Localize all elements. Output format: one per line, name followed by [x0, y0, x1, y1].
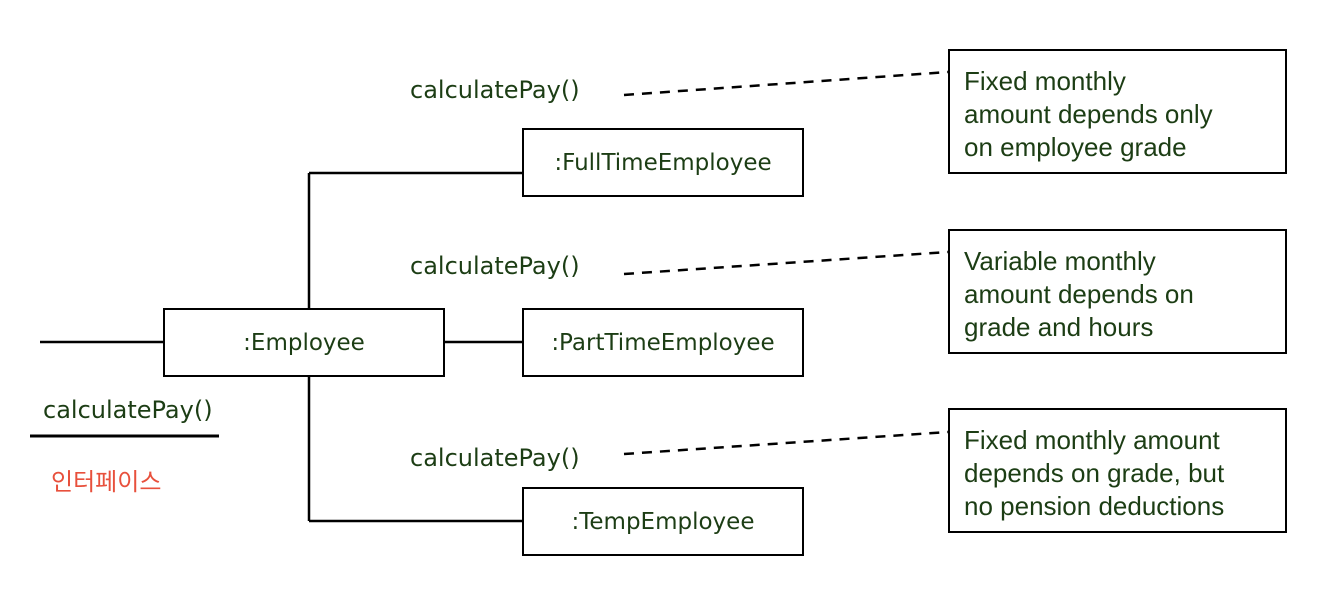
- parttime-class-label: :PartTimeEmployee: [551, 329, 775, 356]
- employee-class-box: :Employee: [163, 308, 445, 377]
- note-line: depends on grade, but: [964, 458, 1225, 488]
- parttime-class-box: :PartTimeEmployee: [522, 308, 804, 377]
- note-link-fulltime: [623, 70, 949, 97]
- note-line: no pension deductions: [964, 491, 1225, 521]
- fulltime-note: Fixed monthly amount depends only on emp…: [948, 49, 1287, 174]
- fulltime-method-label: calculatePay(): [410, 76, 580, 104]
- note-line: on employee grade: [964, 132, 1187, 162]
- note-line: Variable monthly: [964, 246, 1156, 276]
- temp-class-box: :TempEmployee: [522, 487, 804, 556]
- parttime-note: Variable monthly amount depends on grade…: [948, 229, 1287, 354]
- note-line: Fixed monthly: [964, 66, 1126, 96]
- temp-method-label: calculatePay(): [410, 444, 580, 472]
- interface-method-label: calculatePay(): [43, 396, 213, 424]
- temp-class-label: :TempEmployee: [571, 508, 755, 535]
- note-line: Fixed monthly amount: [964, 425, 1220, 455]
- note-line: amount depends only: [964, 99, 1213, 129]
- fulltime-class-box: :FullTimeEmployee: [522, 128, 804, 197]
- employee-class-label: :Employee: [243, 329, 365, 356]
- note-link-temp: [623, 430, 949, 456]
- fulltime-class-label: :FullTimeEmployee: [554, 149, 772, 176]
- note-line: grade and hours: [964, 312, 1154, 342]
- interface-label: 인터페이스: [51, 468, 162, 496]
- note-line: amount depends on: [964, 279, 1194, 309]
- parttime-method-label: calculatePay(): [410, 252, 580, 280]
- note-link-parttime: [623, 250, 949, 276]
- temp-note: Fixed monthly amount depends on grade, b…: [948, 408, 1287, 533]
